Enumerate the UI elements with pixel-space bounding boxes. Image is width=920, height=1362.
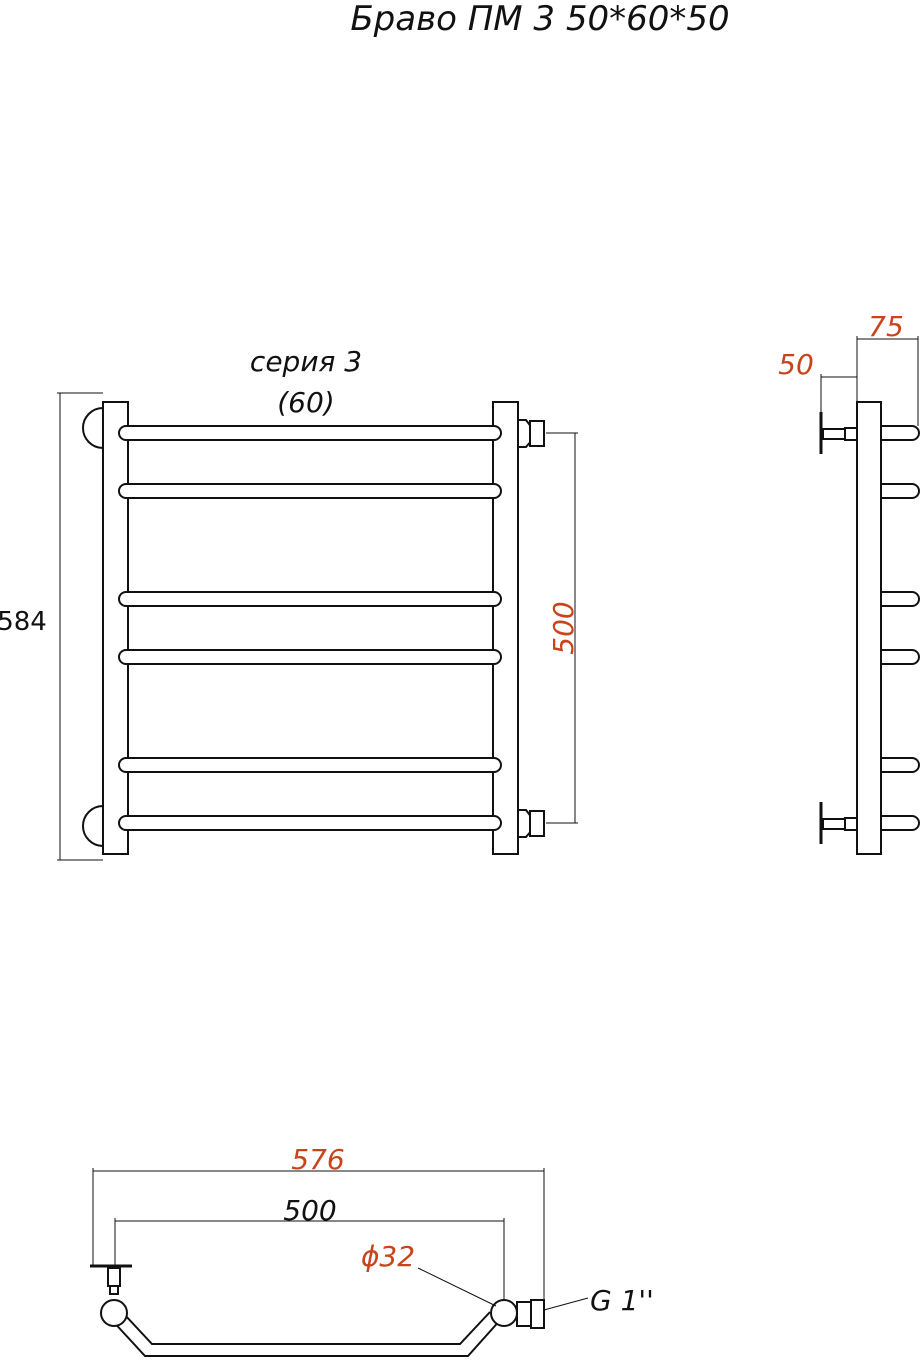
- left-post-circle: [100, 1299, 128, 1327]
- rung-5: [118, 757, 502, 773]
- center-dim-label: 500: [547, 601, 580, 654]
- height-dimension: 584: [0, 392, 103, 861]
- bottom-left-bracket: [90, 1264, 132, 1327]
- right-post: [492, 401, 519, 855]
- front-view: 584 500 серия 3 (60): [0, 345, 580, 861]
- offset-dimension: 50: [778, 348, 857, 412]
- bottom-fitting: [517, 809, 545, 838]
- rung-2: [118, 483, 502, 499]
- rung-6: [118, 815, 502, 831]
- series-width-label: (60): [277, 386, 334, 419]
- drawing-title: Браво ПМ 3 50*60*50: [350, 0, 729, 39]
- series-label: серия 3: [250, 345, 362, 378]
- center-width-dimension: 500: [114, 1194, 505, 1300]
- side-rung-2: [880, 483, 920, 499]
- side-rung-6: [880, 815, 920, 831]
- side-rung-1: [880, 425, 920, 441]
- pipe-diameter-label: ϕ32: [361, 1240, 415, 1273]
- left-post: [102, 401, 129, 855]
- top-fitting: [517, 419, 545, 448]
- center-width-label: 500: [283, 1194, 336, 1227]
- bottom-view: 576 500 ϕ32 G 1'': [90, 1143, 654, 1357]
- rung-4: [118, 649, 502, 665]
- bottom-rail-inner: [123, 1311, 491, 1345]
- overall-width-label: 576: [291, 1143, 344, 1176]
- thread-leader: [543, 1297, 589, 1311]
- depth-dimension: 75: [856, 310, 919, 426]
- side-bottom-bracket: [819, 802, 858, 844]
- diameter-leader: [417, 1267, 497, 1307]
- left-bottom-bracket: [82, 805, 104, 847]
- side-rung-5: [880, 757, 920, 773]
- offset-dim-label: 50: [778, 348, 814, 381]
- side-rung-3: [880, 591, 920, 607]
- rungs: [118, 425, 502, 831]
- side-top-bracket: [819, 412, 858, 454]
- rung-1: [118, 425, 502, 441]
- bottom-rail-outer: [109, 1317, 503, 1357]
- thread-label: G 1'': [590, 1284, 654, 1317]
- center-dimension: 500: [546, 432, 580, 824]
- overall-width-dimension: 576: [92, 1143, 545, 1300]
- bottom-right-post: [490, 1299, 545, 1329]
- side-post: [856, 401, 882, 855]
- right-post-circle: [490, 1299, 518, 1327]
- height-dim-label: 584: [0, 607, 47, 637]
- depth-dim-label: 75: [868, 310, 904, 343]
- side-view: 75 50: [778, 310, 920, 855]
- rung-3: [118, 591, 502, 607]
- left-top-bracket: [82, 407, 104, 449]
- side-rung-4: [880, 649, 920, 665]
